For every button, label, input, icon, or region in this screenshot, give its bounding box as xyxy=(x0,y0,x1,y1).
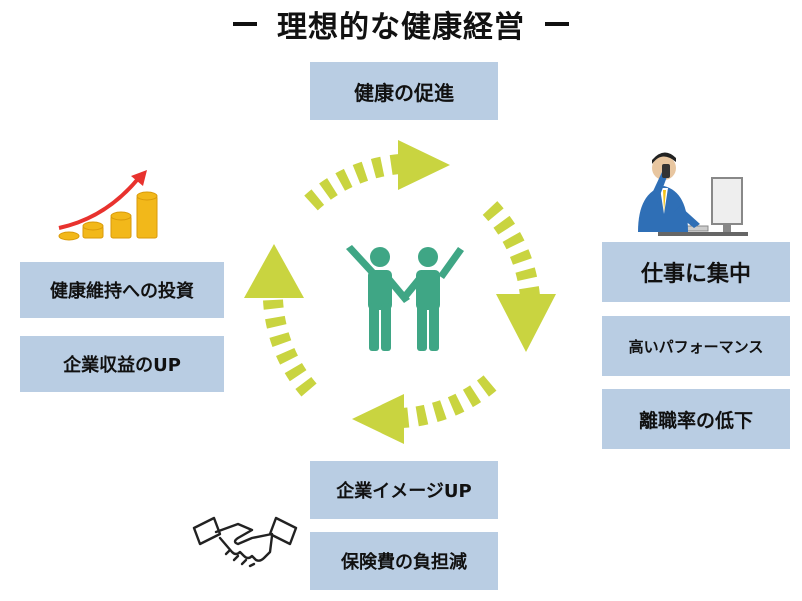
cycle-arc-right xyxy=(482,201,540,298)
coin-growth-icon xyxy=(58,170,158,241)
box-corporate-image: 企業イメージUP xyxy=(310,461,498,519)
box-label: 健康維持への投資 xyxy=(50,281,194,302)
cycle-arc-left xyxy=(263,299,317,397)
box-label: 高いパフォーマンス xyxy=(628,337,764,356)
box-corporate-profit: 企業収益のUP xyxy=(20,336,224,392)
cycle-arc-top-right xyxy=(304,154,402,211)
box-label: 保険費の負担減 xyxy=(341,552,467,573)
two-people-icon xyxy=(346,245,464,351)
box-label: 企業収益のUP xyxy=(63,355,181,376)
page-title: 理想的な健康経営 xyxy=(0,4,802,45)
cycle-arc-bottom xyxy=(401,375,497,428)
handshake-icon xyxy=(192,516,298,568)
title-text: 理想的な健康経営 xyxy=(277,10,525,45)
box-label: 健康の促進 xyxy=(354,80,454,105)
box-insurance-cost: 保険費の負担減 xyxy=(310,532,498,590)
box-label: 企業イメージUP xyxy=(336,481,472,502)
office-worker-icon xyxy=(638,152,748,236)
arrowhead-top xyxy=(398,140,450,190)
arrowhead-bottom xyxy=(352,394,404,444)
box-health-promotion: 健康の促進 xyxy=(310,62,498,120)
arrowhead-right xyxy=(496,294,556,352)
box-work-focus: 仕事に集中 xyxy=(602,242,790,302)
box-label: 仕事に集中 xyxy=(640,262,751,287)
box-turnover-reduction: 離職率の低下 xyxy=(602,389,790,449)
box-health-investment: 健康維持への投資 xyxy=(20,262,224,318)
title-dash-right xyxy=(545,22,569,26)
title-dash-left xyxy=(233,22,257,26)
box-label: 離職率の低下 xyxy=(638,409,753,432)
arrowhead-left xyxy=(244,244,304,298)
box-high-performance: 高いパフォーマンス xyxy=(602,316,790,376)
